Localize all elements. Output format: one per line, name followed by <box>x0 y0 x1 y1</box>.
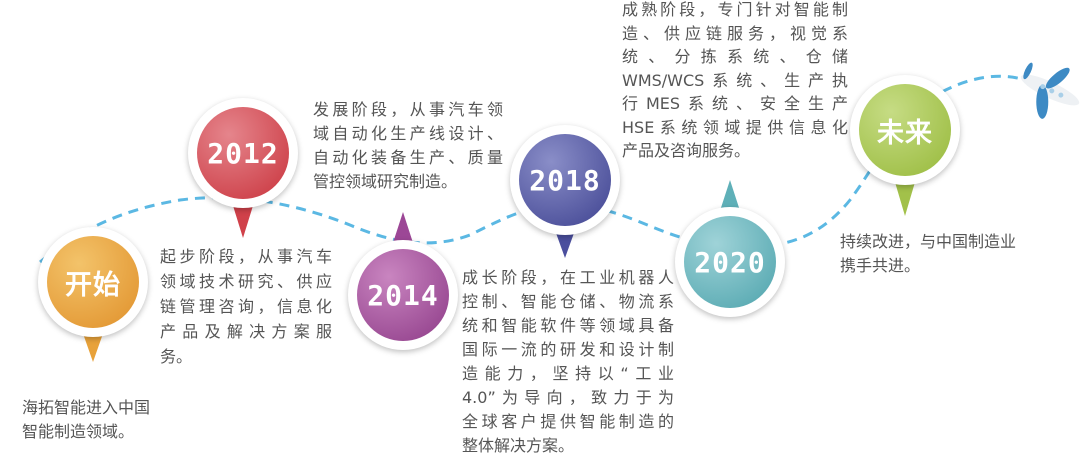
desc-line: 整体解决方案。 <box>462 436 575 455</box>
milestone-label: 2020 <box>684 216 776 308</box>
milestone-label: 未来 <box>859 84 951 176</box>
milestone-pin-start: 开始 <box>38 227 148 337</box>
milestone-label: 2012 <box>197 107 289 199</box>
milestone-label: 2018 <box>519 134 611 226</box>
desc-line: 产品及解决方案服 <box>160 322 332 341</box>
description-2014: 起步阶段，从事汽车 领域技术研究、供应 链管理咨询，信息化 产品及解决方案服 务… <box>160 244 332 369</box>
desc-line: 4.0”为导向，致力于为 <box>462 388 674 407</box>
desc-line: HSE系统领域提供信息化 <box>622 117 848 137</box>
desc-line: 务。 <box>160 347 193 366</box>
desc-line: 行MES系统、安全生产 <box>622 94 848 113</box>
desc-line: WMS/WCS系统、生产执 <box>622 70 848 90</box>
milestone-pin-2020: 2020 <box>675 207 785 317</box>
airplane-icon <box>1020 62 1080 119</box>
desc-line: 持续改进，与中国制造业 <box>840 232 1017 251</box>
desc-line: 发展阶段，从事汽车领 <box>313 100 503 119</box>
milestone-pin-2018: 2018 <box>510 125 620 235</box>
description-start: 海拓智能进入中国 智能制造领域。 <box>22 396 172 444</box>
desc-line: 控制、智能仓储、物流系 <box>462 292 674 311</box>
desc-line: 成长阶段，在工业机器人 <box>462 268 674 287</box>
desc-line: 域自动化生产线设计、 <box>313 124 503 143</box>
desc-line: 智能制造领域。 <box>22 422 135 441</box>
desc-line: 造、供应链服务，视觉系 <box>622 23 848 43</box>
milestone-pin-future: 未来 <box>850 75 960 185</box>
desc-line: 起步阶段，从事汽车 <box>160 247 332 266</box>
desc-line: 产品及咨询服务。 <box>622 141 751 160</box>
desc-line: 自动化装备生产、质量 <box>313 148 503 167</box>
description-2018: 成长阶段，在工业机器人 控制、智能仓储、物流系 统和智能软件等领域具备 国际一流… <box>462 266 674 458</box>
desc-line: 管控领域研究制造。 <box>313 172 458 191</box>
milestone-label: 开始 <box>47 236 139 328</box>
milestone-pin-2014: 2014 <box>348 240 458 350</box>
desc-line: 携手共进。 <box>840 256 921 275</box>
desc-line: 成熟阶段，专门针对智能制 <box>622 0 848 19</box>
desc-line: 链管理咨询，信息化 <box>160 297 332 316</box>
milestone-pin-2012: 2012 <box>188 98 298 208</box>
desc-line: 全球客户提供智能制造的 <box>462 412 674 431</box>
description-2012: 发展阶段，从事汽车领 域自动化生产线设计、 自动化装备生产、质量 管控领域研究制… <box>313 98 503 194</box>
description-future: 持续改进，与中国制造业 携手共进。 <box>840 230 1060 278</box>
desc-line: 统、分拣系统、仓储 <box>622 47 848 66</box>
desc-line: 造能力，坚持以“工业 <box>462 364 674 383</box>
desc-line: 领域技术研究、供应 <box>160 272 332 291</box>
description-2020: 成熟阶段，专门针对智能制 造、供应链服务，视觉系 统、分拣系统、仓储 WMS/W… <box>622 0 848 163</box>
desc-line: 海拓智能进入中国 <box>22 398 151 417</box>
milestone-label: 2014 <box>357 249 449 341</box>
desc-line: 国际一流的研发和设计制 <box>462 340 674 359</box>
desc-line: 统和智能软件等领域具备 <box>462 316 674 335</box>
